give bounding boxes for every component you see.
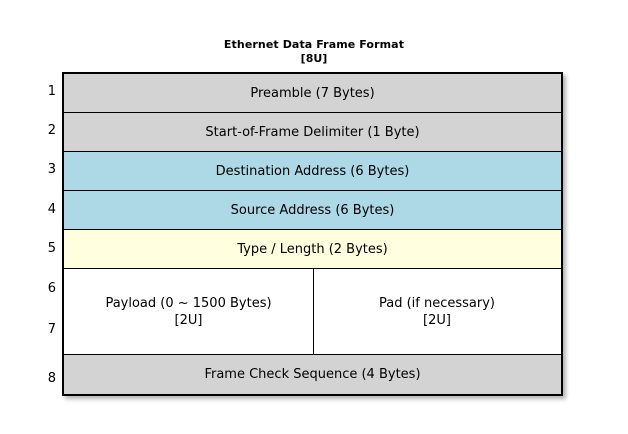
frame-field-sfd-label: Start-of-Frame Delimiter (1 Byte)	[205, 124, 420, 140]
frame-field-pad-label: Pad (if necessary) [2U]	[378, 295, 495, 328]
row-number-4: 4	[47, 202, 56, 217]
frame-field-source-address: Source Address (6 Bytes)	[64, 191, 561, 230]
diagram-title-block: Ethernet Data Frame Format [8U]	[0, 38, 628, 66]
frame-field-source-address-label: Source Address (6 Bytes)	[230, 202, 395, 218]
frame-field-payload-pad-row: Payload (0 ~ 1500 Bytes) [2U] Pad (if ne…	[64, 269, 561, 355]
page-title: Ethernet Data Frame Format	[223, 38, 405, 51]
row-number-6: 6	[47, 281, 56, 296]
frame-field-preamble-label: Preamble (7 Bytes)	[250, 85, 375, 101]
frame-field-type-length-label: Type / Length (2 Bytes)	[237, 241, 388, 257]
frame-field-type-length: Type / Length (2 Bytes)	[64, 230, 561, 269]
frame-field-destination-address-label: Destination Address (6 Bytes)	[215, 163, 410, 179]
frame-field-payload-label: Payload (0 ~ 1500 Bytes) [2U]	[105, 295, 272, 328]
row-number-7: 7	[47, 322, 56, 337]
frame-field-frame-check-sequence-label: Frame Check Sequence (4 Bytes)	[204, 367, 421, 382]
row-number-1: 1	[47, 84, 56, 99]
frame-field-sfd: Start-of-Frame Delimiter (1 Byte)	[64, 113, 561, 152]
row-number-8: 8	[47, 371, 56, 386]
frame-field-table: Preamble (7 Bytes) Start-of-Frame Delimi…	[62, 72, 563, 396]
row-number-3: 3	[47, 162, 56, 177]
row-number-5: 5	[47, 241, 56, 256]
frame-field-frame-check-sequence: Frame Check Sequence (4 Bytes)	[64, 355, 561, 394]
frame-field-preamble: Preamble (7 Bytes)	[64, 74, 561, 113]
frame-field-payload: Payload (0 ~ 1500 Bytes) [2U]	[64, 269, 314, 354]
frame-field-pad: Pad (if necessary) [2U]	[314, 269, 560, 354]
row-number-gutter: 1 2 3 4 5 6 7 8	[30, 72, 56, 396]
row-number-2: 2	[47, 123, 56, 138]
page-subtitle: [8U]	[300, 52, 328, 65]
frame-field-destination-address: Destination Address (6 Bytes)	[64, 152, 561, 191]
